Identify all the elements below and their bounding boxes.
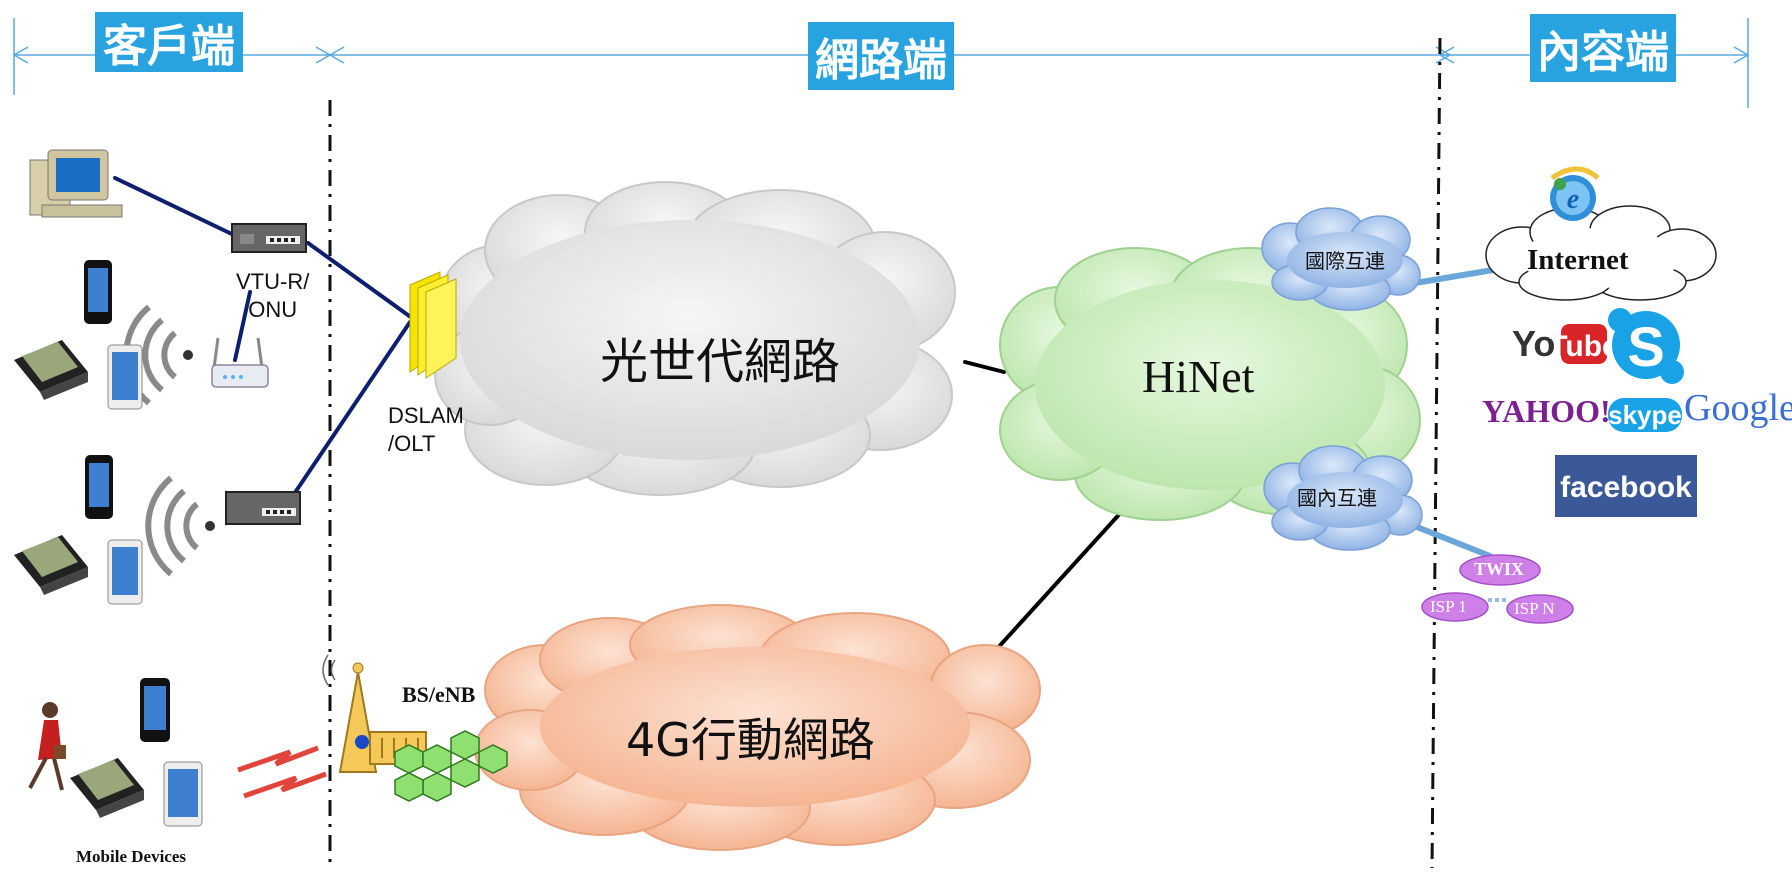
facebook-logo: facebook: [1555, 455, 1697, 517]
network-section-header: 網路端: [808, 22, 954, 90]
mobile-network-label: 4G行動網路: [626, 713, 875, 767]
links: [113, 176, 1508, 664]
svg-text:Tube: Tube: [1549, 330, 1618, 363]
twix-label: TWIX: [1474, 559, 1525, 579]
laptop-icon: [14, 340, 88, 400]
intl-to-internet-link: [1400, 265, 1508, 288]
person-icon: [28, 702, 66, 791]
wireless-lightning-icon: [237, 745, 327, 799]
wifi-router-icon: [211, 337, 269, 388]
fiber-network-label: 光世代網路: [600, 334, 841, 390]
intl-interconnect-label: 國際互連: [1305, 249, 1385, 273]
skype-logo: skype: [1608, 398, 1682, 432]
ispn-label: ISP N: [1514, 599, 1555, 618]
domestic-interconnect-label: 國內互連: [1297, 486, 1377, 510]
skype-icon: S: [1608, 308, 1684, 384]
pc-to-vtu-link: [113, 176, 240, 239]
domestic-to-twix-link: [1409, 522, 1493, 559]
svg-text:skype: skype: [1608, 400, 1682, 430]
tablet-icon: [107, 344, 143, 410]
dslam-olt-icon: [409, 271, 457, 379]
content-section-header: 內容端: [1530, 14, 1676, 82]
fiber-to-hinet-link: [963, 360, 1006, 374]
exchange-nodes: [1421, 554, 1574, 624]
mobile-network-cloud: [474, 604, 1041, 851]
smartphone-icon-2: [85, 455, 113, 519]
desktop-computer-icon: [29, 149, 123, 218]
vtu-onu-modem-icon: [231, 223, 307, 253]
svg-text:S: S: [1627, 315, 1664, 378]
base-station-label: BS/eNB: [402, 682, 476, 707]
tablet-icon-2: [107, 539, 143, 605]
vtu-to-dslam-link: [306, 241, 414, 320]
internet-cloud: [1485, 205, 1717, 301]
smartphone-icon-3: [140, 678, 170, 742]
base-station-icon: [322, 654, 427, 773]
internet-explorer-icon: e: [1550, 166, 1600, 221]
modem-to-dslam-link: [286, 320, 412, 505]
svg-text:e: e: [1567, 184, 1579, 215]
domestic-interconnect-cloud: [1263, 445, 1423, 551]
section-dividers: [328, 37, 1442, 869]
home-modem-icon: [225, 491, 301, 525]
svg-text:facebook: facebook: [1560, 471, 1692, 504]
vtu-onu-label: VTU-R/ ONU: [236, 269, 310, 322]
internet-label: Internet: [1527, 244, 1629, 276]
laptop-icon-2: [14, 535, 88, 595]
dslam-olt-label: DSLAM /OLT: [388, 403, 464, 456]
cell-hex-grid: [394, 730, 508, 802]
mobile-to-hinet-link: [983, 495, 1137, 664]
wifi-signal-icon-2: [145, 475, 215, 577]
intl-interconnect-cloud: [1261, 207, 1421, 311]
isp1-label: ISP 1: [1430, 597, 1467, 616]
fiber-network-cloud: [434, 181, 956, 496]
client-section-header: 客戶端: [95, 12, 243, 72]
laptop-icon-3: [70, 758, 144, 818]
router-to-vtu-link: [233, 290, 252, 362]
google-logo: Google: [1684, 387, 1792, 429]
smartphone-icon: [84, 260, 112, 324]
tablet-icon-3: [163, 761, 203, 827]
yahoo-logo: YAHOO!: [1482, 393, 1611, 429]
mobile-devices-label: Mobile Devices: [76, 847, 186, 866]
youtube-logo: You Tube: [1512, 323, 1619, 364]
hinet-label: HiNet: [1142, 351, 1255, 402]
